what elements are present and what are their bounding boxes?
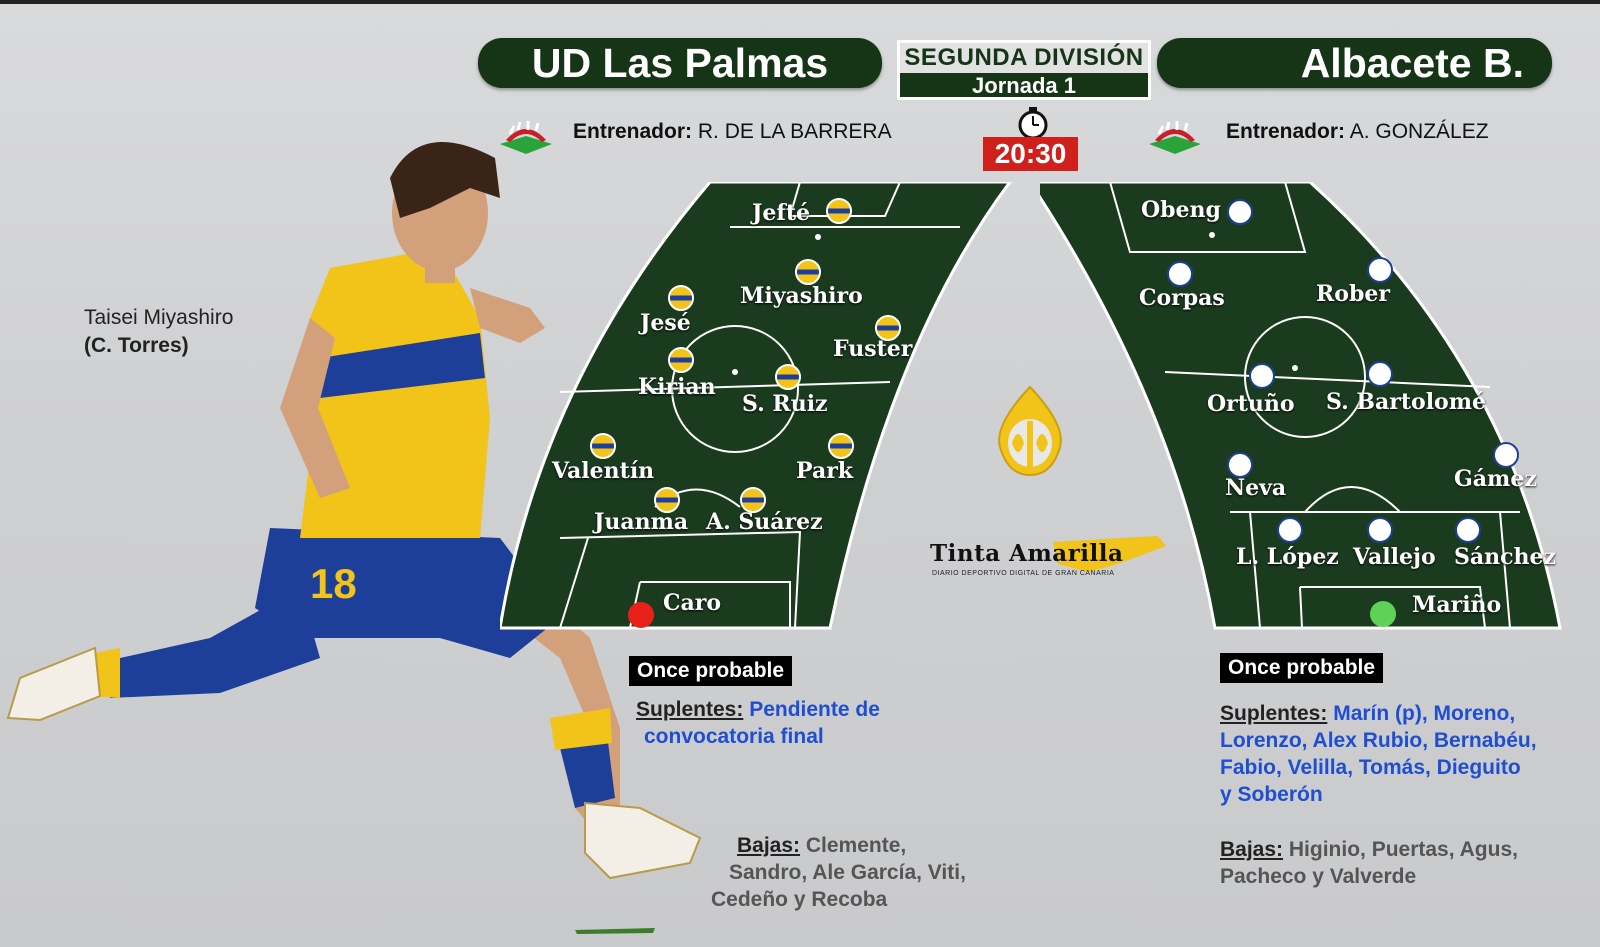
brand-tagline: DIARIO DEPORTIVO DIGITAL DE GRAN CANARIA [932, 570, 1115, 577]
home-player-marker [654, 487, 680, 513]
home-player-marker [875, 315, 901, 341]
away-player: Gámez [1454, 466, 1537, 492]
home-subs-label: Suplentes: [636, 698, 744, 721]
away-player: S. Bartolomé [1326, 389, 1487, 415]
home-lineup-label: Once probable [629, 656, 793, 686]
home-player-marker [668, 347, 694, 373]
home-out-label: Bajas: [737, 834, 801, 857]
home-player-marker [590, 433, 616, 459]
competition-name: SEGUNDA DIVISIÓN [900, 43, 1148, 73]
home-player: Jefté [752, 200, 811, 226]
home-player: Kirian [638, 374, 716, 400]
grass-mark [575, 928, 655, 934]
player-caption: Taisei Miyashiro (C. Torres) [84, 304, 233, 360]
stopwatch-icon [1018, 107, 1048, 140]
player-name: Taisei Miyashiro [84, 306, 234, 329]
home-player-marker [795, 259, 821, 285]
away-player-marker [1493, 442, 1519, 468]
player-note: (C. Torres) [84, 334, 189, 357]
away-player: Mariño [1412, 592, 1502, 618]
away-player-marker [1277, 517, 1303, 543]
brand-logo [998, 385, 1062, 477]
away-player-marker [1227, 199, 1253, 225]
away-out-line: Higinio, Puertas, Agus, [1288, 838, 1518, 861]
away-player-marker [1455, 517, 1481, 543]
home-player: Valentín [552, 458, 655, 484]
stadium-icon [1149, 121, 1201, 154]
home-player: S. Ruiz [742, 391, 828, 417]
brand-name: Tinta Amarilla [930, 540, 1124, 567]
home-player: Jesé [640, 310, 691, 336]
stadium-icon [500, 121, 552, 154]
away-player: L. López [1236, 544, 1339, 570]
home-player-marker [826, 198, 852, 224]
away-out-label: Bajas: [1220, 838, 1284, 861]
away-player-marker [1367, 517, 1393, 543]
home-player-marker [668, 285, 694, 311]
away-subs-line: Fabio, Velilla, Tomás, Dieguito [1220, 756, 1521, 779]
home-player: Juanma [594, 509, 689, 535]
home-player-marker [740, 487, 766, 513]
shirt-number: 18 [310, 560, 357, 607]
away-player: Neva [1225, 475, 1287, 501]
brand: Tinta Amarilla DIARIO DEPORTIVO DIGITAL … [930, 536, 1166, 590]
home-subs-line: Pendiente de [749, 698, 880, 721]
away-player: Obeng [1141, 197, 1221, 223]
away-player: Sánchez [1454, 544, 1557, 570]
away-coach-name: A. GONZÁLEZ [1349, 120, 1489, 143]
home-player: Miyashiro [740, 283, 863, 309]
home-player: A. Suárez [706, 509, 823, 535]
home-out-line: Cedeño y Recoba [711, 888, 888, 911]
away-lineup-label: Once probable [1220, 653, 1384, 683]
home-player-marker [775, 364, 801, 390]
away-player-marker [1367, 361, 1393, 387]
away-out: Bajas: Higinio, Puertas, Agus, Pacheco y… [1220, 836, 1518, 890]
away-player-marker [1167, 261, 1193, 287]
away-goalkeeper-marker [1370, 601, 1396, 627]
away-pitch [1040, 182, 1562, 630]
round-label: Jornada 1 [972, 73, 1076, 98]
home-coach: Entrenador: R. DE LA BARRERA [573, 120, 892, 144]
home-coach-label: Entrenador: [573, 120, 693, 143]
home-player-marker [828, 433, 854, 459]
away-subs-line: Marín (p), Moreno, [1333, 702, 1516, 725]
away-player: Ortuño [1207, 391, 1295, 417]
away-coach: Entrenador: A. GONZÁLEZ [1226, 120, 1489, 144]
away-subs-label: Suplentes: [1220, 702, 1328, 725]
home-subs-line: convocatoria final [644, 725, 824, 748]
player-photo: 18 [6, 142, 702, 880]
home-player: Park [796, 458, 854, 484]
away-team-name: Albacete B. [1300, 40, 1524, 86]
away-player-marker [1227, 452, 1253, 478]
away-subs-line: y Soberón [1220, 783, 1323, 806]
brand-splash-icon [1053, 536, 1166, 572]
home-subs: Suplentes: Pendiente de convocatoria fin… [636, 696, 880, 750]
home-out-line: Clemente, [805, 834, 907, 857]
home-player: Caro [663, 590, 722, 616]
away-player-marker [1367, 257, 1393, 283]
away-team-banner: Albacete B. [1157, 38, 1552, 88]
away-coach-label: Entrenador: [1226, 120, 1346, 143]
away-player: Vallejo [1353, 544, 1436, 570]
home-team-banner: UD Las Palmas [478, 38, 882, 88]
home-out-line: Sandro, Ale García, Viti, [729, 861, 966, 884]
kickoff-time: 20:30 [983, 137, 1078, 171]
away-subs: Suplentes: Marín (p), Moreno, Lorenzo, A… [1220, 700, 1537, 808]
top-border [0, 0, 1600, 4]
away-subs-line: Lorenzo, Alex Rubio, Bernabéu, [1220, 729, 1537, 752]
home-player: Fuster [833, 336, 913, 362]
home-goalkeeper-marker [628, 602, 654, 628]
home-out: Bajas: Clemente, Sandro, Ale García, Vit… [711, 832, 966, 913]
home-team-name: UD Las Palmas [531, 40, 829, 86]
competition-box: SEGUNDA DIVISIÓN Jornada 1 [897, 40, 1151, 100]
away-player: Rober [1316, 281, 1390, 307]
home-coach-name: R. DE LA BARRERA [697, 120, 892, 143]
away-out-line: Pacheco y Valverde [1220, 865, 1417, 888]
away-player-marker [1249, 363, 1275, 389]
away-player: Corpas [1139, 285, 1225, 311]
